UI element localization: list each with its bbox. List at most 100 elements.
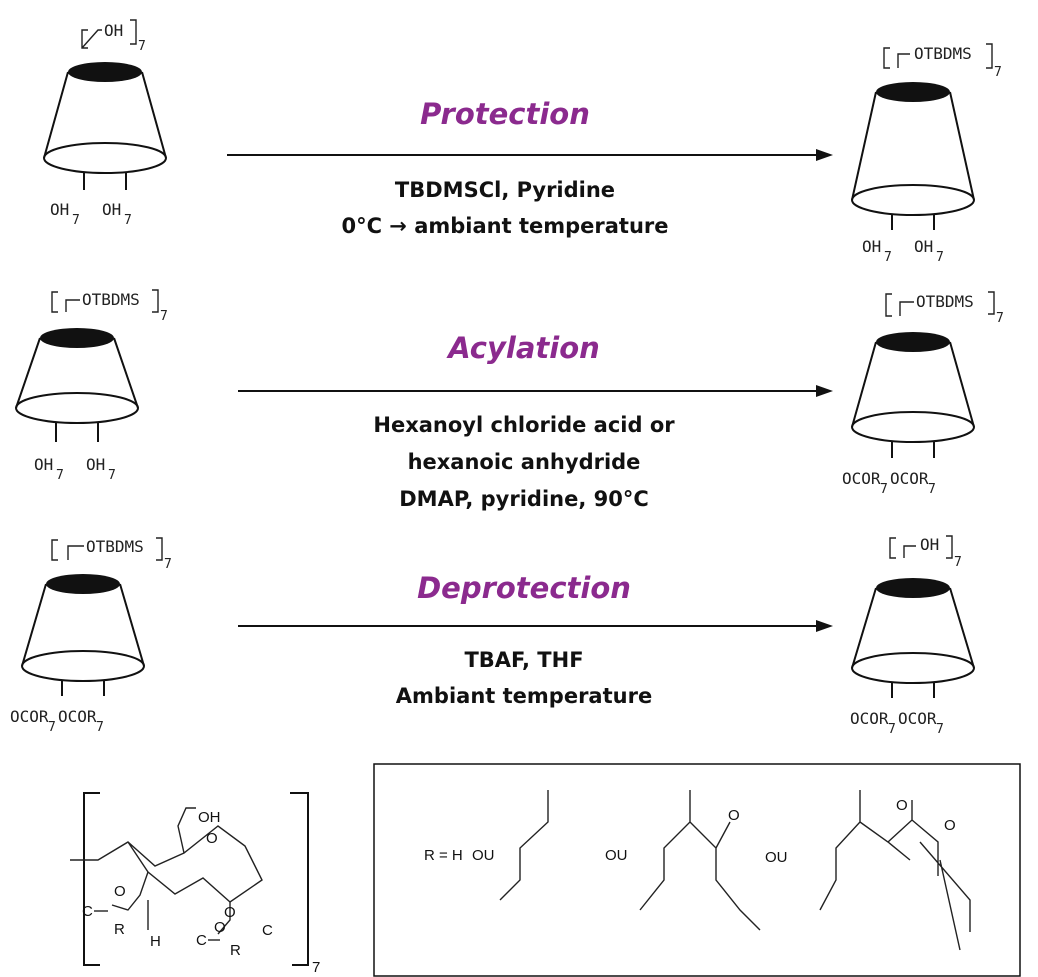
- repeat-bracket-left: [83, 792, 100, 966]
- r-groups-box: [373, 763, 1021, 977]
- r-groups: R = H OU OU O OU O O: [424, 790, 971, 951]
- acylation-condition-2: hexanoic anhydride: [408, 450, 641, 474]
- cone-top-subscript: 7: [954, 555, 962, 570]
- cone-bottom-rim: [851, 184, 975, 216]
- cone-walls: [851, 91, 975, 201]
- cone-top-subscript: 7: [994, 65, 1002, 80]
- cone-top-label: OH: [104, 21, 123, 40]
- deprotection-arrowhead: [816, 620, 833, 632]
- cone-bottom-right-label: OH: [86, 455, 105, 474]
- cone-walls: [15, 337, 139, 409]
- repeat-count: 7: [312, 959, 320, 976]
- cone-bottom-right-label: OH: [102, 200, 121, 219]
- cone-a-right: OTBDMS 7 OCOR 7 OCOR 7: [842, 291, 1004, 497]
- top-bracket-close: [988, 291, 995, 315]
- cone-top-rim: [876, 332, 950, 352]
- protection-condition-2: 0°C → ambiant temperature: [341, 214, 668, 238]
- cone-top-subscript: 7: [160, 309, 168, 324]
- cone-bottom-left-sub: 7: [888, 722, 896, 737]
- anomeric-carbon: C: [262, 922, 273, 939]
- cone-bottom-right-sub: 7: [108, 468, 116, 483]
- cone-bottom-left-label: OCOR: [850, 709, 889, 728]
- protection-condition-1: TBDMSCl, Pyridine: [395, 178, 615, 202]
- cone-bottom-left-sub: 7: [56, 468, 64, 483]
- top-bracket-close: [986, 43, 993, 69]
- ester-bond-2: [217, 902, 231, 935]
- ester-1-carbon: C: [82, 903, 93, 920]
- r1-chain: [499, 790, 549, 901]
- top-bracket-close: [130, 19, 137, 45]
- cone-top-label: OTBDMS: [82, 290, 140, 309]
- r2-chain: [639, 790, 761, 931]
- cone-top-label: OTBDMS: [86, 537, 144, 556]
- cone-bottom-left-label: OH: [34, 455, 53, 474]
- cone-bottom-rim: [851, 411, 975, 443]
- or-label-2: OU: [605, 847, 628, 864]
- oh-label: OH: [198, 809, 221, 826]
- top-bracket: [889, 537, 916, 559]
- r3-chain: [819, 790, 971, 951]
- top-bracket-close: [946, 535, 953, 559]
- glucose-unit-structure: 7 OH O O C R H O C O R C: [70, 792, 320, 976]
- h-label: H: [150, 933, 161, 950]
- cone-bottom-rim: [43, 142, 167, 174]
- cone-top-rim: [40, 328, 114, 348]
- cone-bottom-right-label: OCOR: [890, 469, 929, 488]
- ester-2-oxygen: O: [224, 904, 236, 921]
- r3-oxygen-b: O: [944, 817, 956, 834]
- cone-top-label: OTBDMS: [914, 44, 972, 63]
- cone-top-rim: [876, 82, 950, 102]
- r3-oxygen-a: O: [896, 797, 908, 814]
- cone-walls: [21, 583, 145, 667]
- pyranose-ring: [70, 825, 263, 903]
- cone-bottom-right-label: OCOR: [898, 709, 937, 728]
- top-bracket: [51, 539, 84, 561]
- ch2oh-bond: [177, 807, 196, 854]
- cone-top-subscript: 7: [996, 311, 1004, 326]
- acylation-condition-1: Hexanoyl chloride acid or: [373, 413, 675, 437]
- cone-bottom-right-sub: 7: [936, 250, 944, 265]
- cone-top-label: OH: [920, 535, 939, 554]
- ester-2-o3: O: [214, 919, 226, 936]
- top-bracket: [51, 291, 80, 313]
- cone-bottom-left-sub: 7: [880, 482, 888, 497]
- cone-bottom-left-label: OH: [50, 200, 69, 219]
- cone-bottom-right-sub: 7: [928, 482, 936, 497]
- repeat-bracket-right: [290, 792, 309, 966]
- r-equals-h: R = H: [424, 847, 463, 864]
- cone-d-left: OTBDMS 7 OCOR 7 OCOR 7: [10, 537, 172, 735]
- cone-d-right: OH 7 OCOR 7 OCOR 7: [850, 535, 975, 737]
- cone-walls: [851, 341, 975, 428]
- cone-top-rim: [46, 574, 120, 594]
- cone-bottom-rim: [15, 392, 139, 424]
- cone-bottom-right-sub: 7: [96, 720, 104, 735]
- cone-bottom-legs: [55, 423, 99, 442]
- ester-2-r: R: [230, 942, 241, 959]
- cone-bottom-legs: [83, 173, 127, 190]
- ester-1-r: R: [114, 921, 125, 938]
- cone-bottom-left-sub: 7: [48, 720, 56, 735]
- deprotection-condition-2: Ambiant temperature: [396, 684, 652, 708]
- ester-2-carbon: C: [196, 932, 207, 949]
- cone-a-left: OTBDMS 7 OH 7 OH 7: [15, 289, 168, 483]
- cone-bottom-legs: [891, 683, 935, 698]
- ring-oxygen-label: O: [206, 830, 218, 847]
- cone-bottom-left-sub: 7: [72, 213, 80, 228]
- cone-bottom-right-sub: 7: [936, 722, 944, 737]
- or-label-1: OU: [472, 847, 495, 864]
- ester-1-oxygen: O: [114, 883, 126, 900]
- deprotection-condition-1: TBAF, THF: [464, 648, 583, 672]
- cone-bottom-legs: [891, 442, 935, 458]
- cone-bottom-right-sub: 7: [124, 213, 132, 228]
- cone-bottom-rim: [21, 650, 145, 682]
- cone-top-label: OTBDMS: [916, 292, 974, 311]
- cone-top-rim: [68, 62, 142, 82]
- cone-walls: [851, 587, 975, 669]
- cone-top-subscript: 7: [138, 39, 146, 54]
- cone-bottom-right-label: OH: [914, 237, 933, 256]
- acylation-label: Acylation: [446, 331, 600, 365]
- r2-oxygen: O: [728, 807, 740, 824]
- deprotection-label: Deprotection: [417, 571, 631, 605]
- top-bracket: [81, 29, 102, 49]
